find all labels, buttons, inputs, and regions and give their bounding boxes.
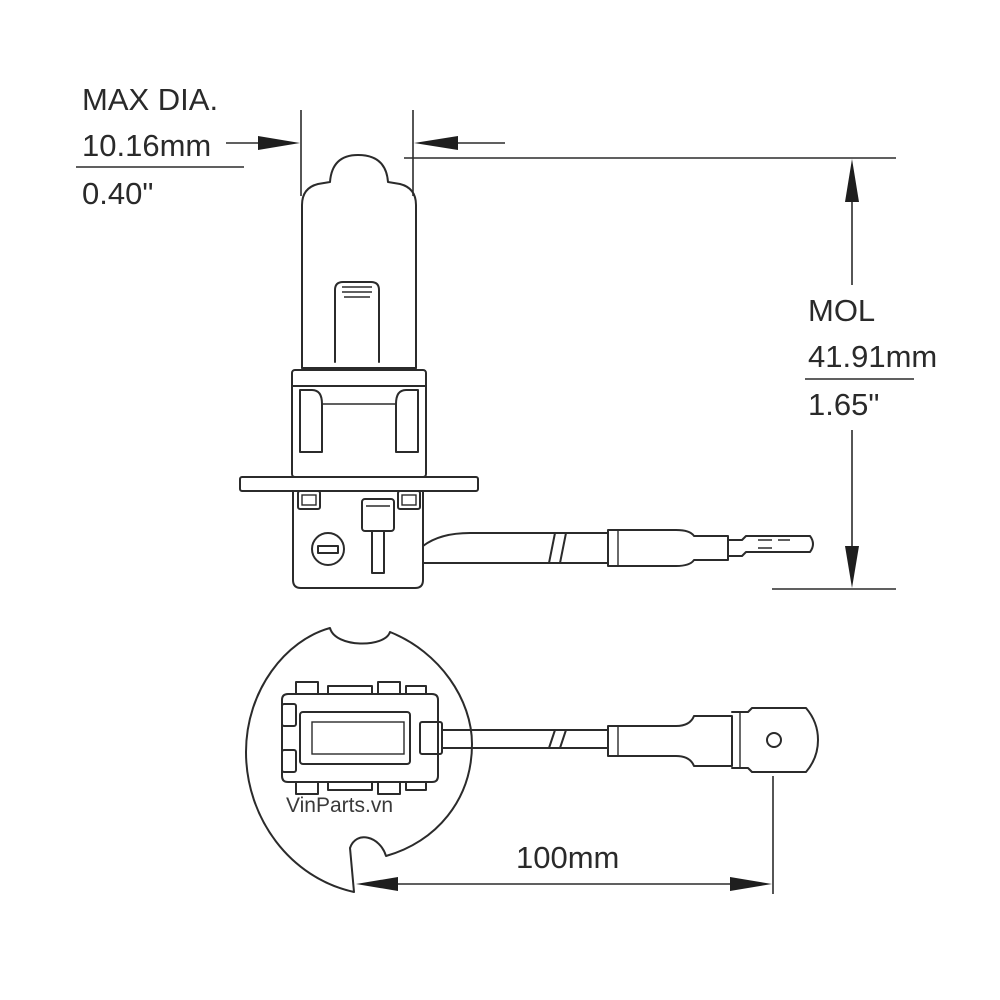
connector-sleeve bbox=[607, 529, 729, 567]
lead-arrow-right bbox=[730, 877, 772, 891]
lead-wire-right bbox=[553, 532, 609, 564]
socket-tab-left bbox=[297, 490, 321, 510]
cage-left-clip bbox=[299, 389, 323, 453]
lead-wire-upper bbox=[422, 532, 567, 547]
filament-cap bbox=[342, 286, 372, 298]
block-inner-slot bbox=[311, 721, 405, 755]
filament-shield bbox=[334, 281, 380, 363]
max-dia-title: MAX DIA. bbox=[82, 82, 218, 117]
max-dia-dimension: MAX DIA. 10.16mm 0.40" bbox=[76, 82, 505, 211]
ground-terminal-slot bbox=[317, 545, 339, 554]
socket-tab-left-inner bbox=[301, 494, 317, 506]
max-dia-in: 0.40" bbox=[82, 176, 153, 211]
flange-outline bbox=[245, 627, 473, 893]
max-dia-mm: 10.16mm bbox=[82, 128, 211, 163]
socket-tab-right bbox=[397, 490, 421, 510]
spade-terminal bbox=[727, 535, 814, 557]
block-tab-bottom-3 bbox=[377, 781, 401, 795]
block-tab-bottom-4 bbox=[405, 781, 427, 791]
watermark-text: VinParts.vn bbox=[286, 794, 393, 817]
block-tab-bottom-2 bbox=[327, 781, 373, 791]
bulb-bottom-view: VinParts.vn bbox=[245, 627, 819, 893]
block-tab-bottom-1 bbox=[295, 781, 319, 795]
bottom-lead-right bbox=[553, 729, 609, 749]
wire-break bbox=[548, 532, 567, 564]
mol-in: 1.65" bbox=[808, 387, 879, 422]
socket-tab-right-inner bbox=[401, 494, 417, 506]
mount-flange bbox=[239, 476, 479, 492]
block-lug-left-top bbox=[281, 703, 297, 727]
block-tab-top-2 bbox=[327, 685, 373, 695]
max-dia-arrow-left bbox=[258, 136, 300, 150]
lead-length-label: 100mm bbox=[516, 840, 619, 875]
spade-hole bbox=[766, 732, 782, 748]
mol-title: MOL bbox=[808, 293, 875, 328]
block-lug-left-bottom bbox=[281, 749, 297, 773]
bottom-wire-break bbox=[548, 729, 567, 749]
lower-socket bbox=[292, 490, 424, 589]
max-dia-arrow-right bbox=[414, 136, 458, 150]
bulb-side-view bbox=[239, 154, 814, 589]
center-pin bbox=[371, 530, 385, 574]
block-inner-body bbox=[299, 711, 411, 765]
ground-terminal bbox=[311, 532, 345, 566]
mol-arrow-bottom bbox=[845, 546, 859, 588]
block-wire-exit bbox=[419, 721, 443, 755]
block-tab-top-3 bbox=[377, 681, 401, 695]
mol-arrow-top bbox=[845, 159, 859, 202]
mol-mm: 41.91mm bbox=[808, 339, 937, 374]
mol-dimension: MOL 41.91mm 1.65" bbox=[404, 157, 937, 590]
glass-capsule bbox=[301, 154, 417, 369]
lead-length-dimension: 100mm bbox=[356, 776, 774, 894]
block-tab-top-1 bbox=[295, 681, 319, 695]
lead-arrow-left bbox=[356, 877, 398, 891]
cage-right-clip bbox=[395, 389, 419, 453]
socket-block-outline bbox=[281, 693, 439, 783]
block-tab-top-4 bbox=[405, 685, 427, 695]
spade-detail bbox=[758, 539, 790, 549]
bottom-connector-sleeve bbox=[607, 715, 733, 767]
center-pin-housing bbox=[361, 498, 395, 532]
bottom-spade bbox=[731, 707, 819, 773]
